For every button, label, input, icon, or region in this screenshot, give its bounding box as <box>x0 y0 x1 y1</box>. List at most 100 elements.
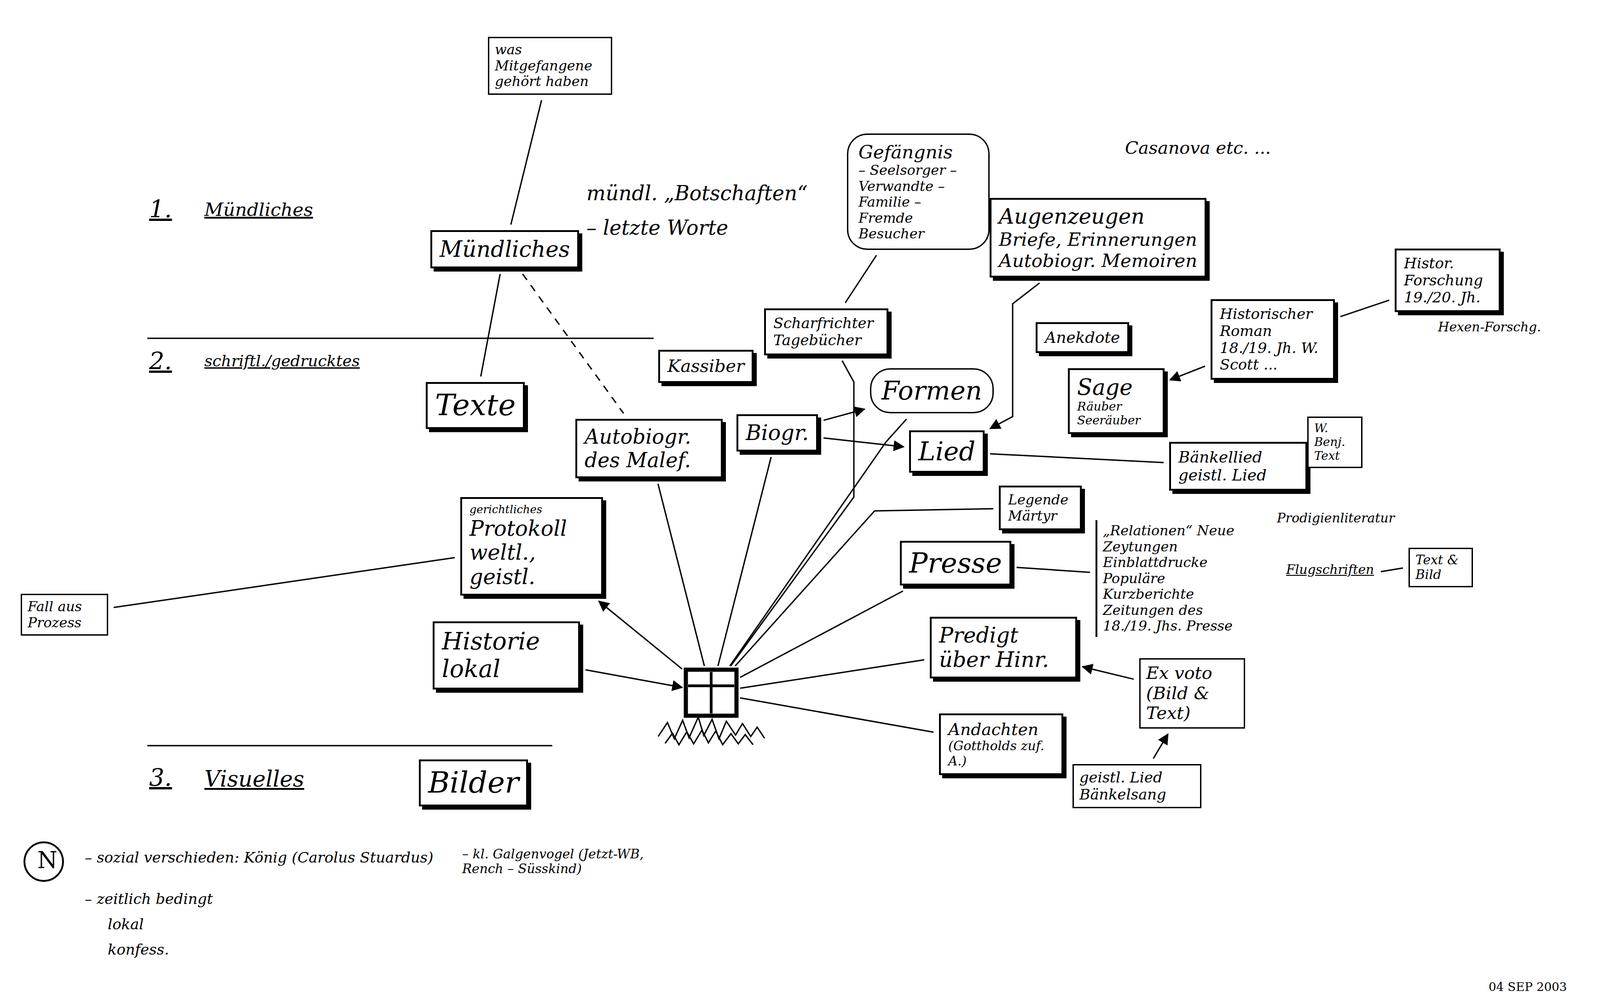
box-text: Protokoll weltl., geistl. <box>469 516 594 590</box>
box-title: was Mitgefangene gehört haben <box>494 41 606 90</box>
category-box: Bilder <box>418 759 528 807</box>
box-title: Historie lokal <box>441 627 571 684</box>
connector <box>510 100 542 226</box>
note-text: konfess. <box>105 941 171 959</box>
section-number: 1. <box>147 195 174 224</box>
spoke-line <box>740 591 904 678</box>
center-figure <box>709 672 713 714</box>
note-text: – zeitlich bedingt <box>82 890 215 908</box>
box-title: geistl. Lied Bänkelsang <box>1079 769 1195 804</box>
note-text: – sozial verschieden: König (Carolus Stu… <box>82 849 435 867</box>
connector <box>990 453 1164 463</box>
box-title: Text & Bild <box>1415 552 1467 583</box>
box-title: Legende Märtyr <box>1008 492 1073 524</box>
cloud-note: Formen <box>869 368 994 414</box>
note-text: Casanova etc. ... <box>1123 138 1273 159</box>
box-title: Mündliches <box>439 236 570 262</box>
spoke-line <box>585 669 683 688</box>
source-box: Historischer Roman 18./19. Jh. W. Scott … <box>1210 299 1335 380</box>
connector <box>1170 365 1206 380</box>
bracket-list: „Relationen“ Neue Zeytungen Einblattdruc… <box>1095 520 1261 638</box>
connector <box>845 255 877 304</box>
box-title: Scharfrichter Tagebücher <box>773 314 880 349</box>
box-title: „Relationen“ Neue Zeytungen Einblattdruc… <box>1102 522 1255 603</box>
source-box: gerichtlichesProtokoll weltl., geistl. <box>460 497 603 596</box>
note-text: – letzte Worte <box>584 216 731 240</box>
box-title: Lied <box>918 436 976 467</box>
source-box: Legende Märtyr <box>998 485 1082 531</box>
note-box: Ex voto (Bild & Text) <box>1139 658 1246 729</box>
source-box: AugenzeugenBriefe, ErinnerungenAutobiogr… <box>989 197 1207 278</box>
box-title: Gefängnis <box>858 141 979 163</box>
connector <box>522 273 624 414</box>
note-text: – kl. Galgenvogel (Jetzt-WB, Rench – Süs… <box>460 846 676 877</box>
spoke-line <box>740 659 925 689</box>
connector <box>1340 300 1390 317</box>
box-text: Briefe, Erinnerungen <box>998 228 1198 250</box>
note-text: Flugschriften <box>1284 562 1376 578</box>
center-figure <box>688 684 735 688</box>
section-title: schriftl./gedrucktes <box>202 352 313 371</box>
connector <box>480 273 500 377</box>
box-title: Formen <box>881 376 983 406</box>
connector <box>1016 567 1090 573</box>
note-box: geistl. Lied Bänkelsang <box>1072 764 1202 809</box>
box-title: Biogr. <box>745 420 809 446</box>
box-title: Bilder <box>428 765 519 800</box>
source-box: Autobiogr. des Malef. <box>575 418 723 479</box>
date-stamp: 04 SEP 2003 <box>1486 980 1569 995</box>
note-box: W. Benj. Text <box>1307 416 1363 469</box>
connector <box>823 409 865 421</box>
source-box: Historie lokal <box>432 621 580 690</box>
box-text: Besucher <box>858 226 979 243</box>
connector <box>823 438 904 447</box>
box-text: Autobiogr. Memoiren <box>998 249 1198 272</box>
box-title: Andachten <box>948 719 1055 739</box>
section-number: 3. <box>147 764 174 792</box>
section-divider <box>147 337 654 340</box>
box-title: gerichtliches <box>469 503 594 517</box>
center-figure <box>685 669 737 716</box>
monogram-circle <box>24 842 64 882</box>
note-text: Hexen-Forschg. <box>1436 319 1543 335</box>
box-title: Ex voto (Bild & Text) <box>1146 663 1239 724</box>
note-text: lokal <box>105 915 146 934</box>
source-box: Presse <box>899 540 1012 586</box>
source-box: Biogr. <box>736 414 818 452</box>
box-title: Anekdote <box>1044 328 1120 347</box>
box-title: W. Benj. Text <box>1314 421 1356 464</box>
connector <box>990 283 1040 429</box>
callout-box: was Mitgefangene gehört haben <box>487 36 613 95</box>
note-box: Fall aus Prozess <box>20 593 109 636</box>
box-title: Texte <box>434 388 516 423</box>
source-box: Andachten(Gottholds zuf. A.) <box>939 713 1064 776</box>
connector <box>1153 734 1169 759</box>
note-text: Prodigienliteratur <box>1275 510 1397 526</box>
spoke-line <box>729 418 907 667</box>
note-text: mündl. „Botschaften“ <box>584 181 810 206</box>
box-title: Augenzeugen <box>998 204 1198 229</box>
source-box: SageRäuber Seeräuber <box>1067 368 1165 435</box>
spoke-line <box>598 601 683 669</box>
box-title: Presse <box>909 547 1003 580</box>
source-box: Anekdote <box>1035 322 1130 354</box>
box-title: Sage <box>1077 374 1156 400</box>
source-box: Lied <box>909 430 985 473</box>
source-box: Scharfrichter Tagebücher <box>764 308 889 356</box>
box-text: – Seelsorger – Verwandte – Familie – Fre… <box>858 162 979 227</box>
box-text: Zeitungen des 18./19. Jhs. Presse <box>1102 602 1255 635</box>
section-divider <box>147 745 553 747</box>
category-box: Texte <box>425 382 525 429</box>
leader-line <box>1380 568 1403 572</box>
source-box: Predigt über Hinr. <box>929 616 1078 679</box>
grass-scribble <box>665 730 754 745</box>
box-text: (Gottholds zuf. A.) <box>948 738 1055 769</box>
box-title: Autobiogr. des Malef. <box>584 425 714 472</box>
box-title: Histor. Forschung 19./20. Jh. <box>1403 255 1492 306</box>
box-title: Fall aus Prozess <box>27 598 102 631</box>
box-text: Räuber Seeräuber <box>1077 400 1156 428</box>
box-title: Predigt über Hinr. <box>939 623 1068 673</box>
connector <box>1082 666 1134 680</box>
category-box: Mündliches <box>430 230 580 269</box>
